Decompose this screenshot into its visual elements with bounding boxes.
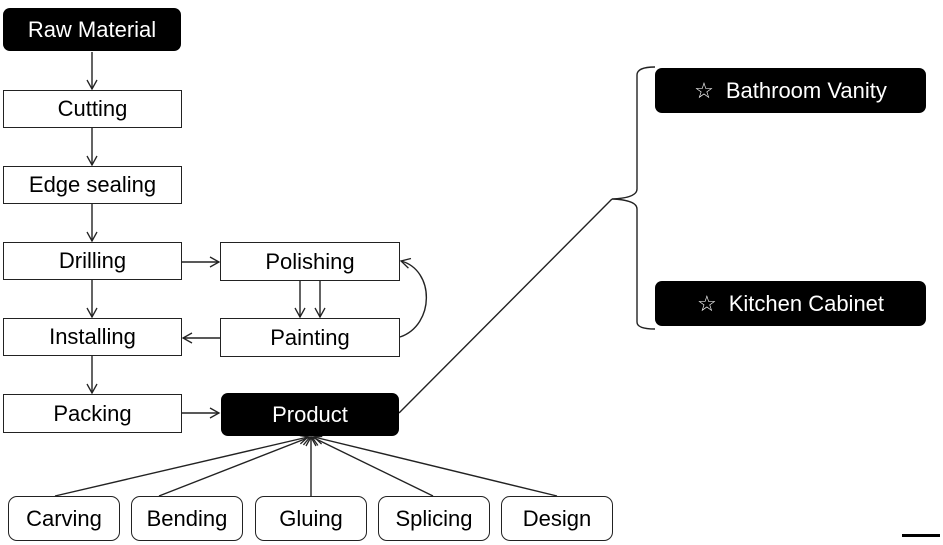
node-installing: Installing: [3, 318, 182, 356]
node-bending: Bending: [131, 496, 243, 541]
node-product: Product: [221, 393, 399, 436]
node-drilling: Drilling: [3, 242, 182, 280]
bathroom-vanity-label: Bathroom Vanity: [725, 77, 887, 103]
node-polishing: Polishing: [220, 242, 400, 281]
node-packing: Packing: [3, 394, 182, 433]
scale-bar: [902, 534, 940, 537]
node-cutting: Cutting: [3, 90, 182, 128]
node-carving: Carving: [8, 496, 120, 541]
node-kitchen-cabinet: ☆ Kitchen Cabinet: [655, 281, 926, 326]
node-design: Design: [501, 496, 613, 541]
arrow-splicing-to-product: [310, 435, 434, 497]
node-raw-material: Raw Material: [3, 8, 181, 51]
line-product-to-brace: [398, 198, 613, 414]
curly-brace: [611, 66, 656, 330]
arrow-carving-to-product: [54, 433, 310, 497]
node-gluing: Gluing: [255, 496, 367, 541]
arrow-painting-to-polishing-loop: [399, 257, 428, 338]
arrow-design-to-product: [312, 433, 558, 497]
node-bathroom-vanity: ☆ Bathroom Vanity: [655, 68, 926, 113]
arrow-bending-to-product: [158, 434, 312, 497]
star-icon: ☆: [696, 290, 717, 316]
node-splicing: Splicing: [378, 496, 490, 541]
node-edge-sealing: Edge sealing: [3, 166, 182, 204]
node-painting: Painting: [220, 318, 400, 357]
kitchen-cabinet-label: Kitchen Cabinet: [728, 290, 885, 316]
star-icon: ☆: [694, 77, 714, 103]
